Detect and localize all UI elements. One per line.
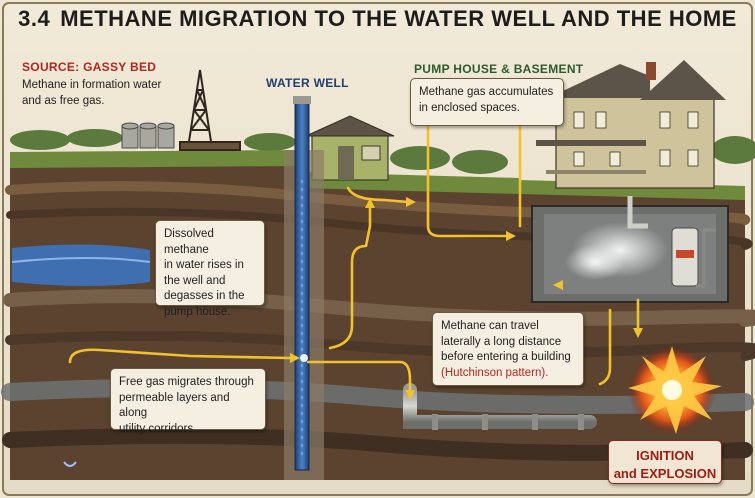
utility-pipe xyxy=(403,383,597,429)
free-gas-note: Free gas migrates through permeable laye… xyxy=(110,368,266,435)
hutchinson-pattern-text: (Hutchinson pattern). xyxy=(441,366,549,379)
farmhouse-icon xyxy=(536,60,726,189)
source-note: Methane in formation water and as free g… xyxy=(22,79,162,107)
storage-tank-icon xyxy=(121,122,175,149)
pump-house-label: PUMP HOUSE & BASEMENT xyxy=(414,62,584,76)
pump-house-note: Methane gas accumulates in enclosed spac… xyxy=(410,78,564,126)
source-label: SOURCE: GASSY BED xyxy=(22,60,157,74)
page-title: 3.4 METHANE MIGRATION TO THE WATER WELL A… xyxy=(0,6,755,32)
grass-left xyxy=(10,150,300,170)
well-bore xyxy=(284,96,324,480)
gas-arrowheads xyxy=(290,197,643,400)
pump-house-icon xyxy=(305,115,395,181)
ignition-explosion-label: IGNITION and EXPLOSION xyxy=(608,440,722,484)
basement xyxy=(531,196,729,303)
aquifer-band xyxy=(12,244,150,286)
lateral-migration-note: Methane can travel laterally a long dist… xyxy=(432,312,584,386)
title-text: METHANE MIGRATION TO THE WATER WELL AND … xyxy=(60,6,737,31)
tree-line xyxy=(10,129,755,174)
water-well-label: WATER WELL xyxy=(266,76,349,90)
gas-entry-point xyxy=(300,354,308,362)
gas-arrows xyxy=(68,116,640,394)
explosion-icon xyxy=(628,346,722,434)
dissolved-methane-note: Dissolved methane in water rises in the … xyxy=(155,220,265,318)
drilling-rig-icon xyxy=(179,69,241,151)
title-number: 3.4 xyxy=(18,6,51,31)
